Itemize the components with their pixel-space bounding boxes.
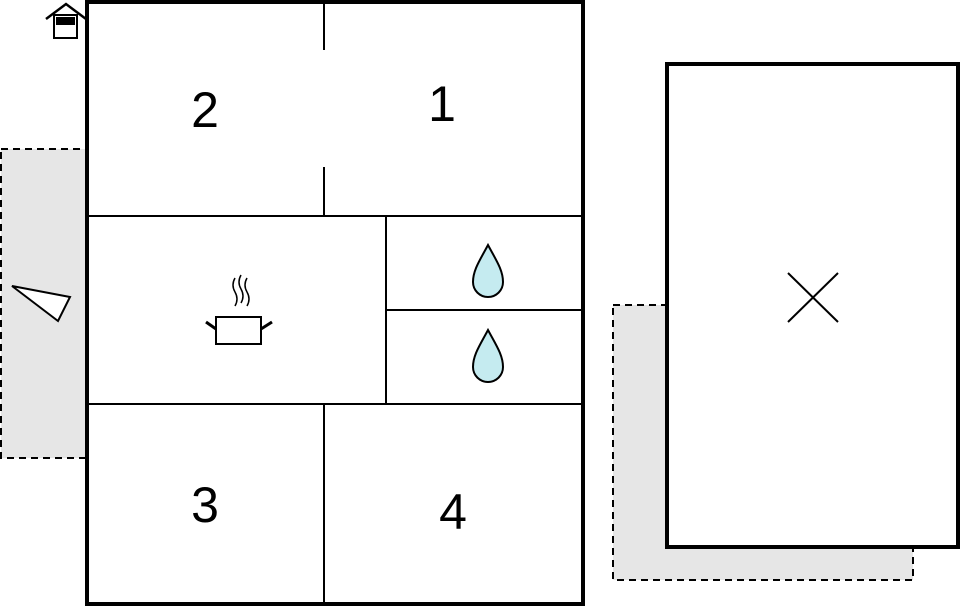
room-1-label: 1 — [428, 76, 456, 132]
x-mark-icon — [787, 272, 839, 323]
view-direction-icon — [11, 285, 72, 323]
interior-walls — [87, 4, 583, 604]
outbuilding — [665, 62, 960, 549]
cooking-pot-icon — [205, 274, 273, 345]
room-2-label: 2 — [191, 82, 219, 138]
water-drop-icon — [471, 242, 505, 298]
house-entrance-icon — [45, 2, 87, 39]
room-4-label: 4 — [439, 484, 467, 540]
water-drop-icon — [471, 327, 505, 383]
room-3-label: 3 — [191, 477, 219, 533]
house-outline — [85, 0, 585, 606]
